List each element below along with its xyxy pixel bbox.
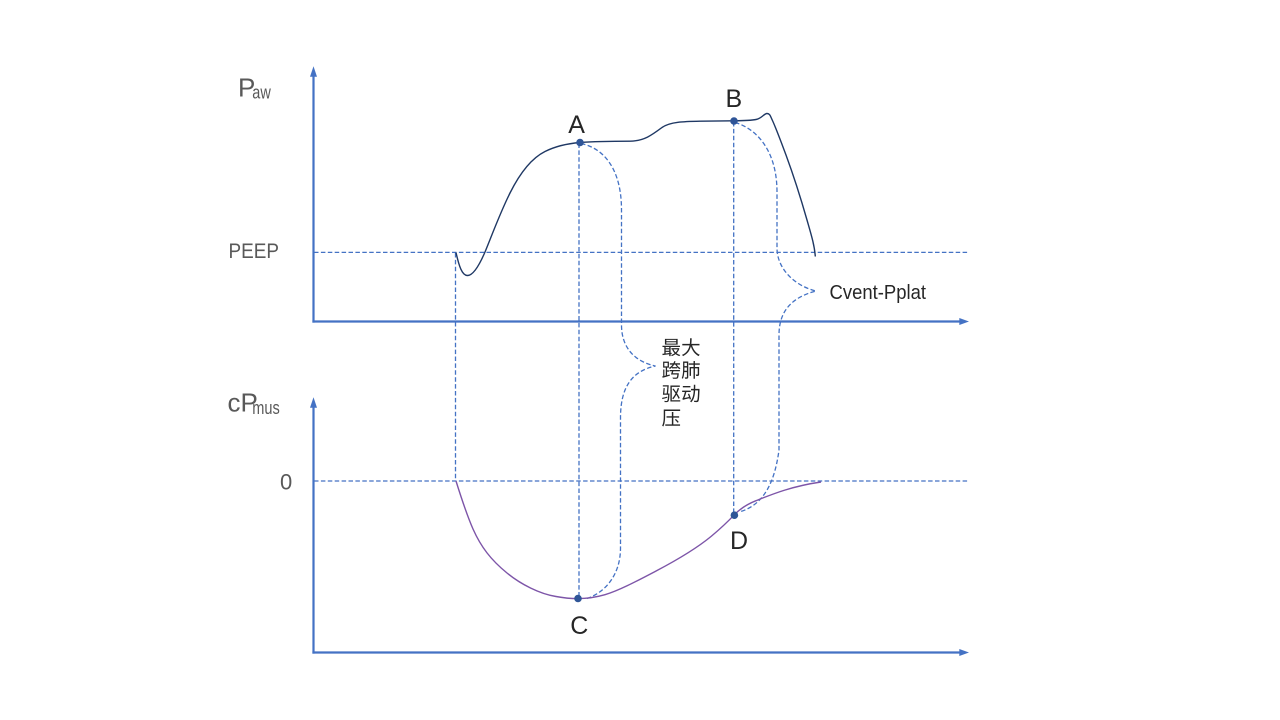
svg-text:cP: cP: [228, 388, 258, 418]
svg-text:aw: aw: [252, 82, 271, 102]
svg-text:C: C: [570, 612, 588, 640]
svg-text:D: D: [730, 527, 748, 555]
svg-text:P: P: [238, 73, 255, 103]
svg-text:0: 0: [280, 470, 292, 495]
svg-text:mus: mus: [252, 398, 279, 418]
svg-text:Cvent-Pplat: Cvent-Pplat: [830, 281, 927, 304]
svg-text:B: B: [726, 85, 743, 113]
svg-text:A: A: [568, 111, 585, 139]
svg-text:PEEP: PEEP: [229, 240, 280, 263]
